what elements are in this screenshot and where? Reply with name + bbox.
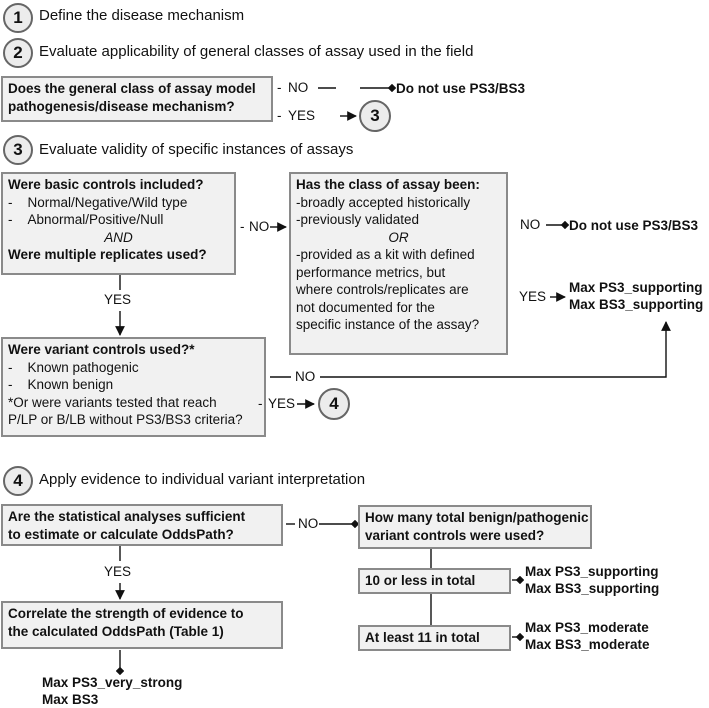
how-many-line1: How many total benign/pathogenic <box>365 510 589 525</box>
bullet-dash: - <box>8 377 13 392</box>
correlate-line2: the calculated OddsPath (Table 1) <box>8 623 224 639</box>
variant-controls-item2: - Known benign <box>8 376 259 394</box>
basic-controls-q2: Were multiple replicates used? <box>8 247 207 262</box>
step-4-text: Apply evidence to individual variant int… <box>39 471 366 488</box>
result-bs3-supporting-1: Max BS3_supporting <box>569 297 704 312</box>
box-correlate: Correlate the strength of evidence to th… <box>1 601 283 649</box>
result-bs3-supporting-2: Max BS3_supporting <box>525 581 660 596</box>
label-no-2: NO <box>249 219 270 234</box>
step-3-target-badge: 3 <box>359 100 391 132</box>
statistical-line1: Are the statistical analyses sufficient <box>8 509 246 524</box>
step-1-badge: 1 <box>3 3 33 33</box>
box-at-least-11: At least 11 in total <box>358 625 511 651</box>
step-2-text: Evaluate applicability of general classe… <box>39 43 474 60</box>
box-class-assay: Has the class of assay been: -broadly ac… <box>289 172 508 355</box>
label-no-5: NO <box>298 516 319 531</box>
basic-controls-and: AND <box>104 229 133 245</box>
bullet-dash: - <box>8 359 13 375</box>
bullet-dash: - <box>8 212 13 227</box>
result-ps3-very-strong: Max PS3_very_strong <box>42 675 183 690</box>
result-very-strong: Max PS3_very_strong Max BS3 <box>42 674 182 708</box>
class-assay-or: OR <box>388 229 409 245</box>
basic-controls-item2: - Abnormal/Positive/Null <box>8 211 229 229</box>
label-no-1: NO <box>288 80 309 95</box>
arrow-variant-no-route <box>320 321 671 378</box>
basic-controls-item2-text: Abnormal/Positive/Null <box>27 212 164 227</box>
result-do-not-use-2: Do not use PS3/BS3 <box>569 218 699 233</box>
step-3-badge: 3 <box>3 135 33 165</box>
result-moderate: Max PS3_moderate Max BS3_moderate <box>525 619 650 653</box>
label-dash-no-1: - <box>277 80 282 95</box>
class-assay-l1: -broadly accepted historically <box>296 194 471 210</box>
class-assay-l5: where controls/replicates are <box>296 282 469 297</box>
box-basic-controls: Were basic controls included? - Normal/N… <box>1 172 236 275</box>
result-supporting-2: Max PS3_supporting Max BS3_supporting <box>525 563 659 597</box>
basic-controls-q1: Were basic controls included? <box>8 177 204 192</box>
class-assay-l2: -previously validated <box>296 212 420 227</box>
result-supporting-1: Max PS3_supporting Max BS3_supporting <box>569 279 703 313</box>
variant-controls-item1: - Known pathogenic <box>8 359 259 377</box>
variant-controls-note2: P/LP or B/LB without PS3/BS3 criteria? <box>8 412 243 427</box>
class-assay-l4: performance metrics, but <box>296 264 446 280</box>
bullet-dash: - <box>8 194 13 210</box>
label-yes-3: YES <box>104 292 132 307</box>
how-many-line2: variant controls were used? <box>365 527 545 543</box>
step-4-target-badge: 4 <box>318 388 350 420</box>
box-general-class-line1: Does the general class of assay model <box>8 81 256 96</box>
label-yes-4: YES <box>268 396 296 411</box>
box-how-many: How many total benign/pathogenic variant… <box>358 505 592 549</box>
variant-controls-item1-text: Known pathogenic <box>27 359 139 375</box>
label-dash-no-2: - <box>240 219 245 234</box>
box-10-or-less: 10 or less in total <box>358 568 511 594</box>
step-1-text: Define the disease mechanism <box>39 7 245 24</box>
label-dash-yes-1: - <box>277 108 282 123</box>
box-statistical: Are the statistical analyses sufficient … <box>1 504 283 546</box>
box-general-class: Does the general class of assay model pa… <box>1 76 273 122</box>
result-bs3-moderate: Max BS3_moderate <box>525 637 650 652</box>
correlate-line1: Correlate the strength of evidence to <box>8 606 244 621</box>
variant-controls-title: Were variant controls used?* <box>8 342 195 357</box>
label-yes-1: YES <box>288 108 316 123</box>
result-do-not-use-1: Do not use PS3/BS3 <box>396 81 526 96</box>
statistical-line2: to estimate or calculate OddsPath? <box>8 526 234 542</box>
step-2-badge: 2 <box>3 38 33 68</box>
class-assay-l3: -provided as a kit with defined <box>296 247 475 262</box>
label-no-3: NO <box>520 217 541 232</box>
label-no-4: NO <box>295 369 316 384</box>
step-3-text: Evaluate validity of specific instances … <box>39 141 354 158</box>
class-assay-title: Has the class of assay been: <box>296 177 480 192</box>
at-least-11-text: At least 11 in total <box>365 630 480 645</box>
variant-controls-item2-text: Known benign <box>27 377 114 392</box>
ten-or-less-text: 10 or less in total <box>365 573 476 588</box>
label-yes-2: YES <box>519 289 547 304</box>
label-dash-yes-2: - <box>258 396 263 411</box>
class-assay-l6: not documented for the <box>296 299 435 315</box>
box-general-class-line2: pathogenesis/disease mechanism? <box>8 98 235 114</box>
result-ps3-moderate: Max PS3_moderate <box>525 620 649 635</box>
variant-controls-note1: *Or were variants tested that reach <box>8 394 217 410</box>
basic-controls-item1-text: Normal/Negative/Wild type <box>27 194 188 210</box>
label-yes-5: YES <box>104 564 132 579</box>
result-ps3-supporting-1: Max PS3_supporting <box>569 280 703 295</box>
box-variant-controls: Were variant controls used?* - Known pat… <box>1 337 266 437</box>
class-assay-l7: specific instance of the assay? <box>296 317 480 332</box>
result-ps3-supporting-2: Max PS3_supporting <box>525 564 659 579</box>
basic-controls-item1: - Normal/Negative/Wild type <box>8 194 229 212</box>
result-bs3-max: Max BS3 <box>42 692 99 707</box>
step-4-badge: 4 <box>3 466 33 496</box>
